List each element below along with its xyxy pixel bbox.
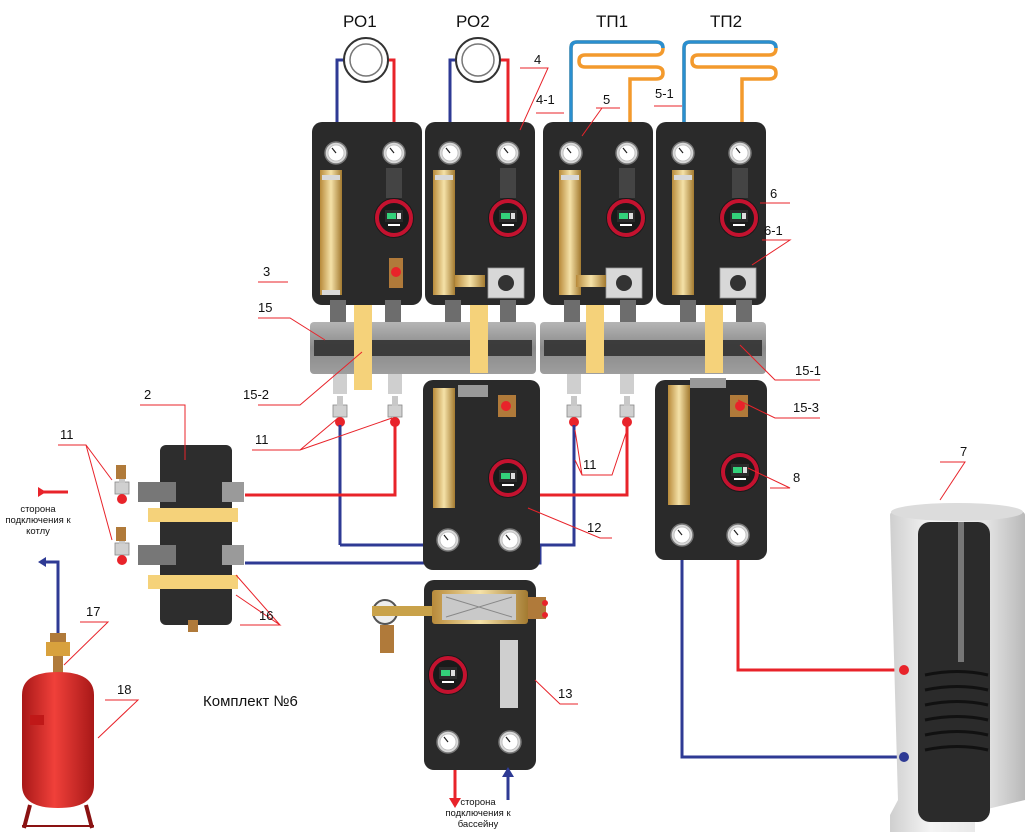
label-11-right: 11 — [583, 457, 597, 472]
module-5-1 — [656, 122, 766, 305]
boiler-side-note: сторона подключения к котлу — [0, 504, 76, 537]
module-4-1 — [425, 122, 535, 305]
label-2: 2 — [144, 387, 151, 402]
label-11-center: 11 — [255, 432, 269, 447]
label-12: 12 — [587, 520, 601, 535]
hydraulic-separator — [116, 445, 244, 632]
label-17: 17 — [86, 604, 100, 619]
label-5: 5 — [603, 92, 610, 107]
label-15-1: 15-1 — [795, 363, 821, 378]
circuit-label-tp2: ТП2 — [710, 12, 742, 32]
module-12 — [423, 380, 540, 570]
pool-side-note: сторона подключения к бассейну — [440, 797, 516, 830]
manifold-15-1 — [540, 300, 766, 374]
circuit-label-tp1: ТП1 — [596, 12, 628, 32]
label-4: 4 — [534, 52, 541, 67]
circuit-label-ro1: РО1 — [343, 12, 377, 32]
label-15-2: 15-2 — [243, 387, 269, 402]
water-heater-tank — [890, 503, 1025, 832]
label-7: 7 — [960, 444, 967, 459]
label-13: 13 — [558, 686, 572, 701]
label-4-1: 4-1 — [536, 92, 555, 107]
module-13 — [372, 580, 548, 770]
label-6-1: 6-1 — [764, 223, 783, 238]
label-8: 8 — [793, 470, 800, 485]
kit-title: Комплект №6 — [203, 693, 298, 710]
module-5 — [543, 122, 653, 305]
label-18: 18 — [117, 682, 131, 697]
label-6: 6 — [770, 186, 777, 201]
circuit-label-ro2: РО2 — [456, 12, 490, 32]
module-4 — [312, 122, 422, 305]
label-5-1: 5-1 — [655, 86, 674, 101]
label-3: 3 — [263, 264, 270, 279]
label-16: 16 — [259, 608, 273, 623]
expansion-tank — [22, 633, 94, 828]
label-15-3: 15-3 — [793, 400, 819, 415]
label-15: 15 — [258, 300, 272, 315]
label-11-left: 11 — [60, 427, 74, 442]
